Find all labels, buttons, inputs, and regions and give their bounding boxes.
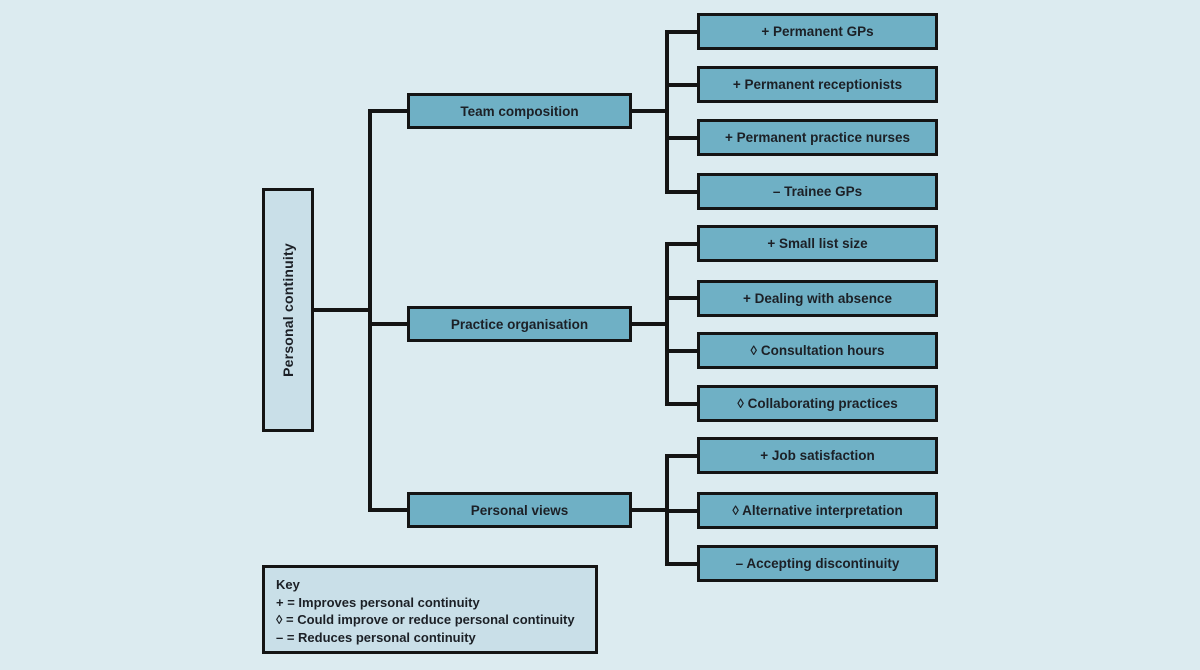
connector-line bbox=[665, 509, 697, 513]
connector-line bbox=[632, 322, 669, 326]
root-node-label: Personal continuity bbox=[280, 243, 296, 377]
connector-line bbox=[665, 562, 697, 566]
connector-line bbox=[632, 109, 669, 113]
child-node-permanent-gps: + Permanent GPs bbox=[697, 13, 938, 50]
connector-line bbox=[368, 109, 372, 512]
connector-line bbox=[368, 508, 407, 512]
connector-line bbox=[665, 296, 697, 300]
connector-line bbox=[665, 454, 697, 458]
child-node-label: + Small list size bbox=[767, 236, 868, 251]
connector-line bbox=[665, 242, 697, 246]
child-node-label: ◊ Alternative interpretation bbox=[732, 503, 903, 518]
root-node-personal-continuity: Personal continuity bbox=[262, 188, 314, 432]
branch-node-label: Team composition bbox=[460, 103, 579, 119]
child-node-accepting-discontinuity: – Accepting discontinuity bbox=[697, 545, 938, 582]
branch-node-practice-organisation: Practice organisation bbox=[407, 306, 632, 342]
child-node-label: + Permanent GPs bbox=[761, 24, 874, 39]
connector-line bbox=[665, 190, 697, 194]
child-node-small-list-size: + Small list size bbox=[697, 225, 938, 262]
connector-line bbox=[665, 242, 669, 406]
connector-line bbox=[665, 136, 697, 140]
key-title: Key bbox=[276, 577, 300, 592]
connector-line bbox=[368, 322, 407, 326]
connector-line bbox=[665, 402, 697, 406]
key-entry-could-improve-or-reduce: ◊ = Could improve or reduce personal con… bbox=[276, 612, 575, 627]
branch-node-team-composition: Team composition bbox=[407, 93, 632, 129]
child-node-label: + Permanent receptionists bbox=[732, 77, 903, 92]
child-node-label: ◊ Collaborating practices bbox=[737, 396, 898, 411]
branch-node-label: Personal views bbox=[470, 502, 569, 518]
child-node-collaborating-practices: ◊ Collaborating practices bbox=[697, 385, 938, 422]
branch-node-label: Practice organisation bbox=[450, 316, 589, 332]
child-node-dealing-with-absence: + Dealing with absence bbox=[697, 280, 938, 317]
connector-line bbox=[665, 30, 669, 194]
child-node-alternative-interpretation: ◊ Alternative interpretation bbox=[697, 492, 938, 529]
child-node-permanent-practice-nurses: + Permanent practice nurses bbox=[697, 119, 938, 156]
connector-line bbox=[368, 109, 407, 113]
connector-line bbox=[665, 83, 697, 87]
key-entry-reduces: – = Reduces personal continuity bbox=[276, 629, 476, 645]
child-node-job-satisfaction: + Job satisfaction bbox=[697, 437, 938, 474]
branch-node-personal-views: Personal views bbox=[407, 492, 632, 528]
child-node-label: + Permanent practice nurses bbox=[725, 130, 910, 145]
child-node-trainee-gps: – Trainee GPs bbox=[697, 173, 938, 210]
key-box: Key + = Improves personal continuity ◊ =… bbox=[262, 565, 598, 654]
child-node-consultation-hours: ◊ Consultation hours bbox=[697, 332, 938, 369]
child-node-label: – Trainee GPs bbox=[772, 184, 863, 199]
child-node-label: + Job satisfaction bbox=[760, 448, 875, 463]
connector-line bbox=[665, 30, 697, 34]
connector-line bbox=[665, 349, 697, 353]
connector-line bbox=[632, 508, 669, 512]
key-entry-improves: + = Improves personal continuity bbox=[276, 594, 480, 610]
child-node-label: + Dealing with absence bbox=[743, 291, 892, 306]
connector-line bbox=[314, 308, 372, 312]
child-node-permanent-receptionists: + Permanent receptionists bbox=[697, 66, 938, 103]
child-node-label: – Accepting discontinuity bbox=[735, 556, 900, 571]
child-node-label: ◊ Consultation hours bbox=[750, 343, 885, 358]
